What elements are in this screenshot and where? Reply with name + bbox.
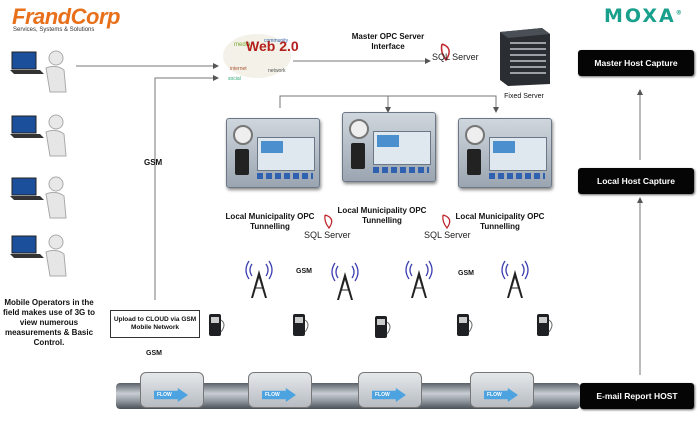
flow-arrow-icon — [372, 388, 406, 402]
sql-server-master-text: SQL Server — [432, 52, 479, 62]
opc-control-panel — [226, 118, 320, 188]
gauge-icon — [465, 125, 485, 145]
flow-meter — [358, 372, 422, 408]
gsm-modem-icon — [375, 316, 391, 338]
sql-server-swirl-icon — [442, 214, 451, 230]
opc-tunnel-label: Local Municipality OPC Tunnelling — [455, 212, 545, 231]
gsm-modem-icon — [209, 314, 225, 336]
flow-arrow-icon — [262, 388, 296, 402]
cell-tower-icon — [501, 260, 529, 298]
email-report-host-box: E-mail Report HOST — [580, 383, 694, 409]
gsm-label: GSM — [146, 350, 162, 357]
laptop-user-icon — [10, 234, 67, 277]
flow-label: FLOW — [375, 392, 390, 398]
gauge-icon — [349, 119, 369, 139]
flow-arrow-icon — [154, 388, 188, 402]
sql-server-logo-icon — [440, 43, 450, 62]
opc-bus-top — [279, 95, 388, 108]
master-host-capture-box: Master Host Capture — [578, 50, 694, 76]
controller-icon — [351, 143, 365, 169]
flow-label: FLOW — [157, 392, 172, 398]
server-rack-icon — [500, 28, 550, 86]
panel-screen-graph — [377, 135, 399, 147]
panel-buttons — [489, 173, 545, 179]
svg-text:community: community — [264, 38, 289, 44]
svg-text:network: network — [268, 68, 286, 74]
moxa-logo: MOXA® — [604, 5, 684, 27]
panel-screen — [257, 137, 315, 171]
local-host-capture-box: Local Host Capture — [578, 168, 694, 194]
bus-to-opc3-arrow — [388, 95, 499, 113]
opc-control-panel — [458, 118, 552, 188]
gsm-label: GSM — [144, 158, 163, 167]
fixed-server-label: Fixed Server — [504, 93, 544, 100]
flow-label: FLOW — [265, 392, 280, 398]
opc-control-panel — [342, 112, 436, 182]
cell-tower-icon — [331, 262, 359, 300]
panel-screen-graph — [493, 141, 515, 153]
sql-server-local-text: SQL Server — [304, 230, 351, 240]
opc-tunnel-label: Local Municipality OPC Tunnelling — [225, 212, 315, 231]
svg-text:internet: internet — [230, 66, 247, 72]
moxa-logo-text: MOXA — [604, 5, 676, 27]
flow-meter — [470, 372, 534, 408]
gsm-modem-icon — [293, 314, 309, 336]
flow-label: FLOW — [487, 392, 502, 398]
gsm-label: GSM — [296, 268, 312, 275]
cell-tower-icon — [245, 260, 273, 298]
frandcorp-tagline: Services, Systems & Solutions — [13, 27, 95, 33]
panel-buttons — [257, 173, 313, 179]
mobile-operators-label: Mobile Operators in the field makes use … — [2, 298, 96, 347]
frandcorp-logo: FrandCorp — [12, 4, 120, 29]
sql-server-swirl-icon — [324, 214, 333, 230]
upload-cloud-box: Upload to CLOUD via GSM Mobile Network — [110, 310, 200, 338]
opc-tunnel-label: Local Municipality OPC Tunnelling — [337, 206, 427, 225]
cloud-to-web-arrow — [154, 75, 219, 300]
flow-arrow-icon — [484, 388, 518, 402]
svg-text:social: social — [228, 76, 241, 82]
web20-cloud-icon: media community internet network social — [223, 34, 291, 82]
svg-text:media: media — [234, 42, 251, 48]
laptop-user-icon — [10, 114, 67, 157]
master-opc-label: Master OPC Server Interface — [351, 32, 425, 51]
controller-icon — [235, 149, 249, 175]
flow-meter — [140, 372, 204, 408]
gsm-label: GSM — [458, 270, 474, 277]
gsm-modem-icon — [457, 314, 473, 336]
web20-text: Web 2.0 — [246, 38, 299, 54]
sql-server-local-text: SQL Server — [424, 230, 471, 240]
gauge-icon — [233, 125, 253, 145]
panel-screen-graph — [261, 141, 283, 153]
gsm-modem-icon — [537, 314, 553, 336]
laptop-user-icon — [10, 50, 67, 93]
panel-buttons — [373, 167, 429, 173]
laptop-user-icon — [10, 176, 67, 219]
cell-tower-icon — [405, 260, 433, 298]
controller-icon — [467, 149, 481, 175]
flow-meter — [248, 372, 312, 408]
